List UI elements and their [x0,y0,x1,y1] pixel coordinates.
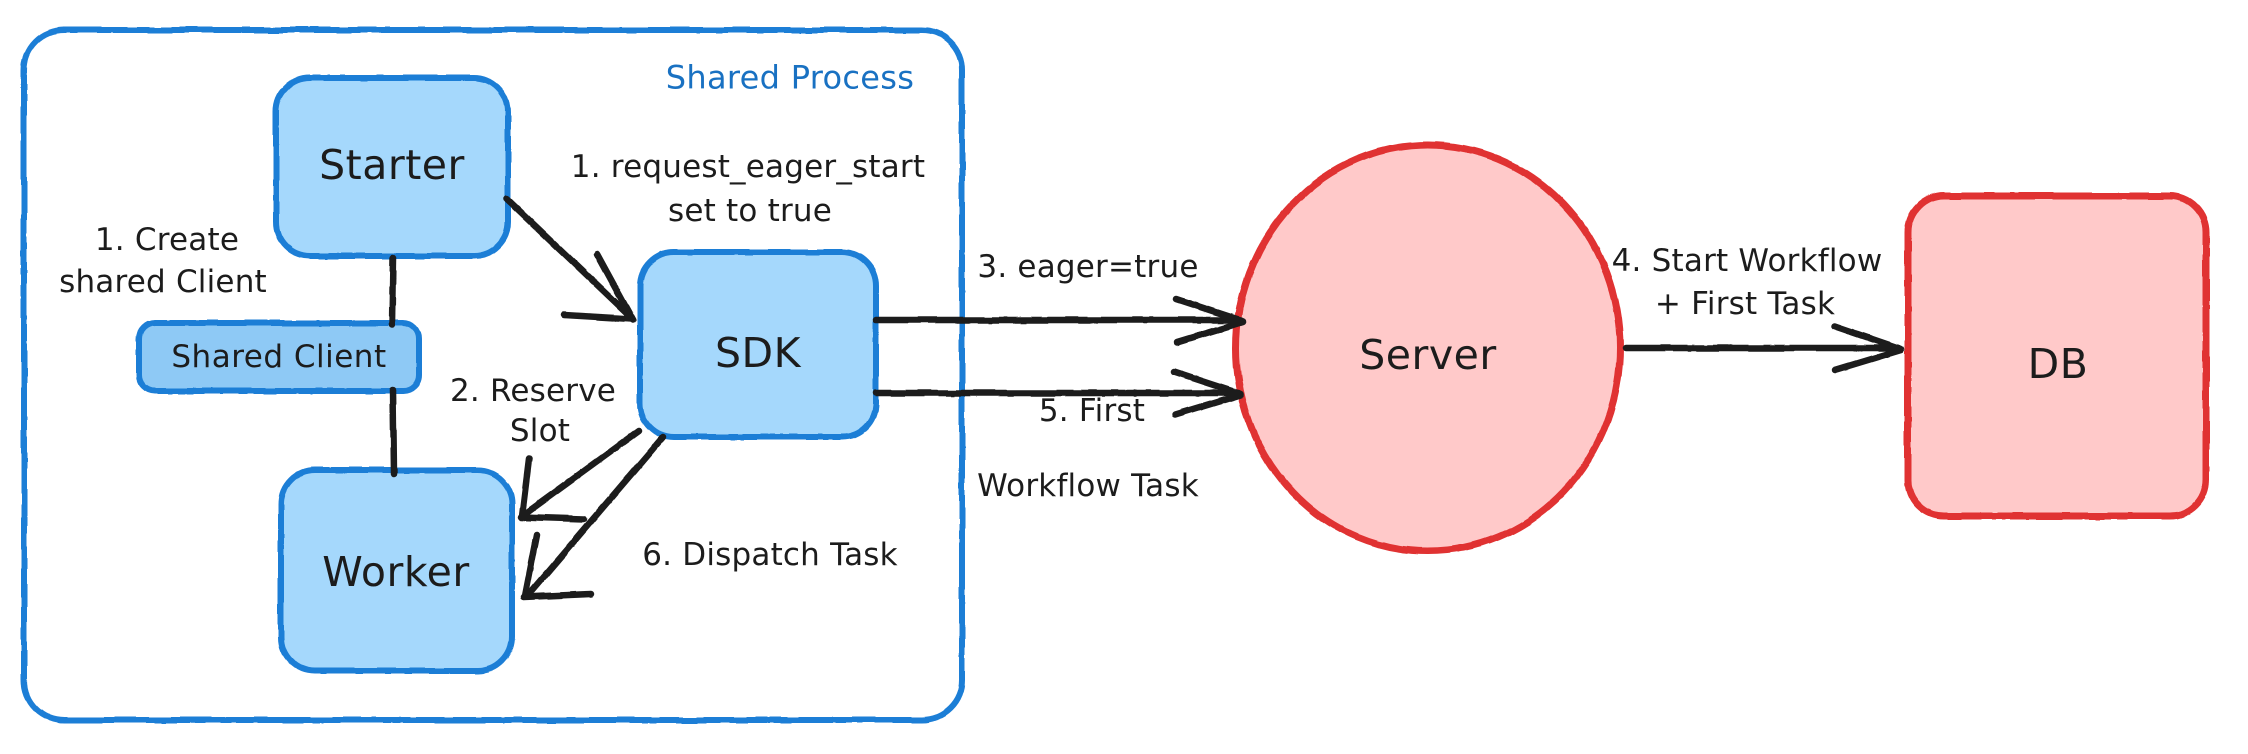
connectors [388,195,1905,601]
edge-sdk-worker-reserve-head-b [517,513,588,523]
edge-sdk-worker-dispatch [525,433,667,598]
node-worker-shape[interactable] [278,467,515,674]
edge-starter-sdk-head-a [560,311,636,323]
node-shared-client-shape[interactable] [136,320,422,394]
node-sdk-shape[interactable] [637,249,879,440]
edge-shared-client-worker [389,386,398,478]
edge-starter-sdk-head-b [593,250,637,324]
edge-sdk-worker-dispatch-head-a [521,531,541,600]
edge-sdk-server-first-task-head-b [1171,391,1245,419]
edge-sdk-server-eager-head-b [1173,318,1247,346]
edge-server-db-head-b [1831,346,1905,374]
group-shared-process [21,27,965,723]
edge-sdk-server-first-task-head-a [1170,368,1245,398]
edge-sdk-worker-reserve-head-a [518,455,533,520]
edge-starter-shared-client [388,254,397,329]
edge-server-db-head-a [1830,322,1905,353]
node-db-shape[interactable] [1904,192,2210,520]
edge-sdk-worker-reserve [521,427,643,518]
edge-sdk-server-eager-head-a [1172,295,1247,325]
node-server-shape[interactable] [1232,141,1624,555]
edge-starter-sdk [503,195,635,321]
node-starter-shape[interactable] [273,75,511,259]
edge-sdk-worker-dispatch-head-b [520,590,595,601]
